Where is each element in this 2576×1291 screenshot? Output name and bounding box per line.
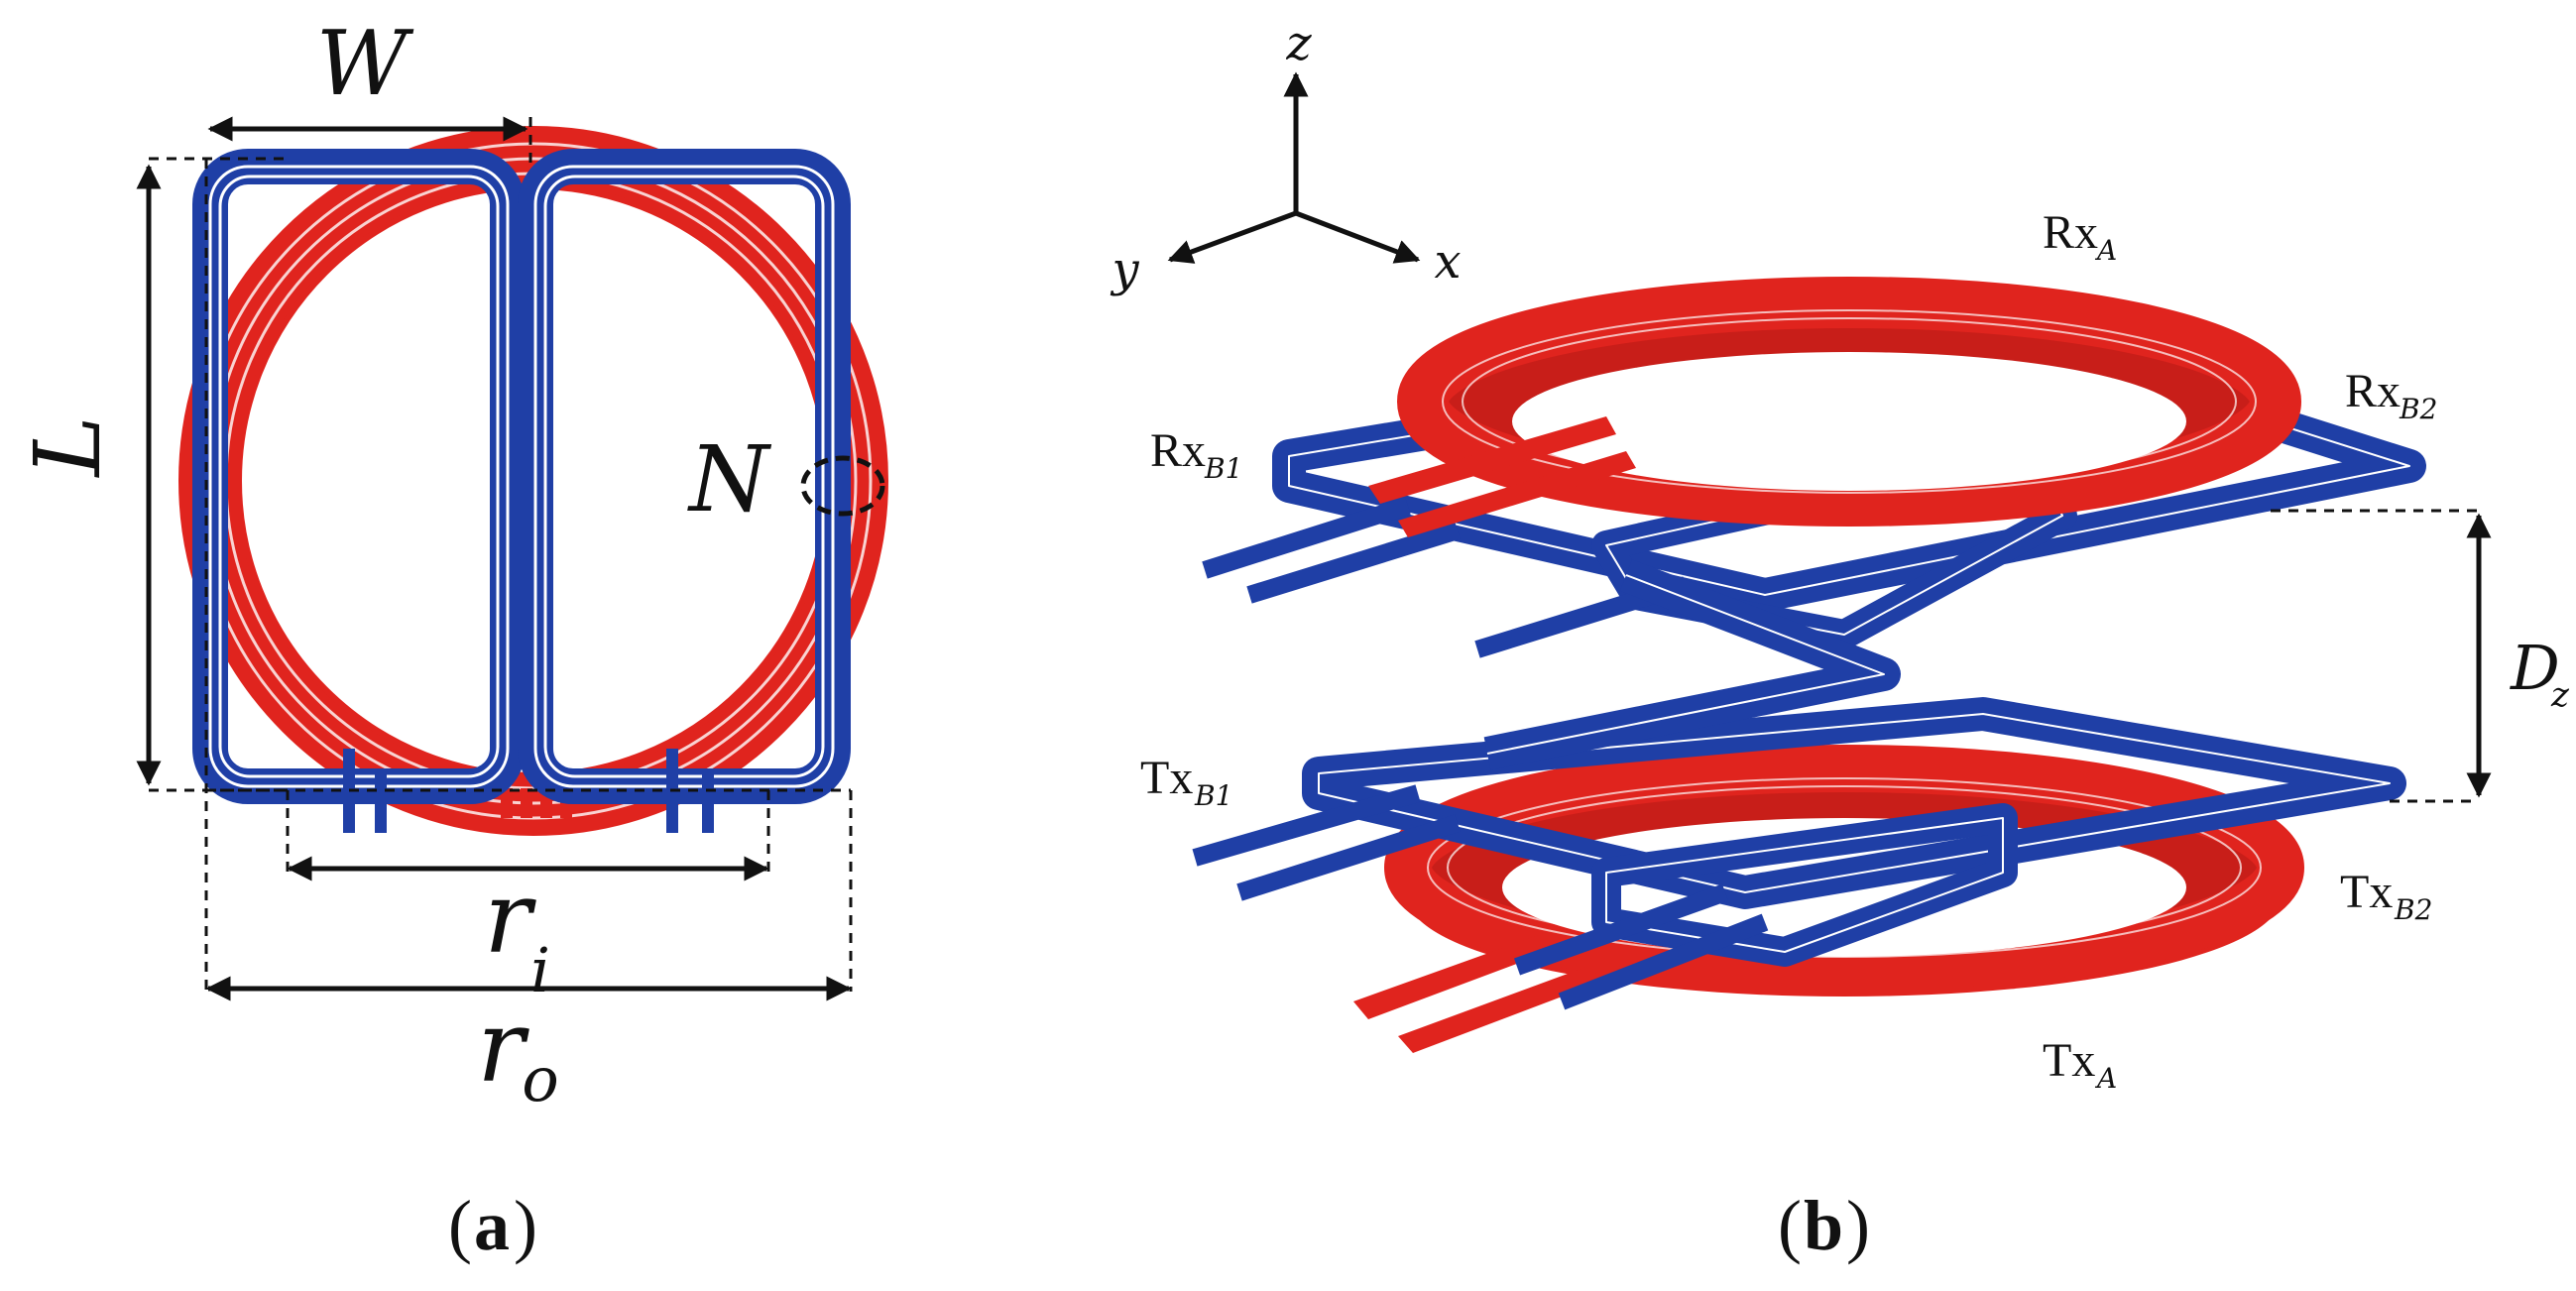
n-label: N [687, 426, 772, 532]
svg-text:Tx: Tx [2043, 1034, 2095, 1087]
svg-text:): ) [514, 1186, 537, 1265]
label-tx-b1: Tx B1 [1140, 752, 1232, 812]
w-label: W [316, 12, 414, 116]
blue-crossover-track [1483, 559, 1901, 770]
caption-a: ( a ) [448, 1186, 537, 1265]
svg-text:a: a [474, 1186, 510, 1265]
ri-label: r [484, 860, 536, 976]
ri-subscript: i [530, 934, 550, 1006]
svg-text:A: A [2094, 234, 2117, 267]
n-turns-ellipse [800, 455, 885, 517]
ro-subscript: o [522, 1043, 558, 1115]
panel-b: z y x [1110, 16, 2570, 1265]
dz-label: D [2510, 632, 2560, 704]
svg-text:): ) [1846, 1186, 1870, 1265]
svg-text:Rx: Rx [2345, 365, 2400, 417]
svg-text:B2: B2 [2399, 393, 2437, 425]
blue-dd-coil-right [518, 149, 851, 833]
svg-text:B1: B1 [1194, 779, 1232, 812]
svg-text:Tx: Tx [1140, 752, 1193, 804]
svg-text:B1: B1 [1204, 452, 1242, 485]
axis-z-label: z [1285, 16, 1312, 71]
rx-a-red-coil [1368, 277, 2301, 537]
svg-text:(: ( [1778, 1186, 1802, 1265]
svg-text:Rx: Rx [1150, 424, 1206, 477]
dz-dashed-guides [2271, 509, 2479, 803]
dz-subscript: z [2550, 675, 2570, 715]
svg-text:Rx: Rx [2043, 206, 2098, 259]
axis-triad [1167, 71, 1421, 264]
axis-y-label: y [1110, 242, 1139, 297]
label-rx-b2: Rx B2 [2345, 365, 2437, 425]
axis-x-label: x [1434, 234, 1461, 290]
svg-text:Tx: Tx [2340, 866, 2393, 918]
caption-b: ( b ) [1778, 1186, 1870, 1265]
svg-text:b: b [1804, 1186, 1843, 1265]
label-rx-b1: Rx B1 [1150, 424, 1242, 485]
label-tx-a: Tx A [2043, 1034, 2117, 1095]
label-tx-b2: Tx B2 [2340, 866, 2432, 926]
label-rx-a: Rx A [2043, 206, 2117, 267]
dashed-guides-a [149, 117, 853, 992]
l-label: L [15, 415, 121, 478]
tx-b-blue-dd-coil [1192, 697, 2406, 1010]
ro-label: r [477, 989, 529, 1105]
panel-a: W L N r i r o ( a ) [15, 12, 888, 1265]
svg-text:(: ( [448, 1186, 472, 1265]
svg-text:A: A [2094, 1062, 2117, 1095]
svg-text:B2: B2 [2394, 893, 2432, 926]
